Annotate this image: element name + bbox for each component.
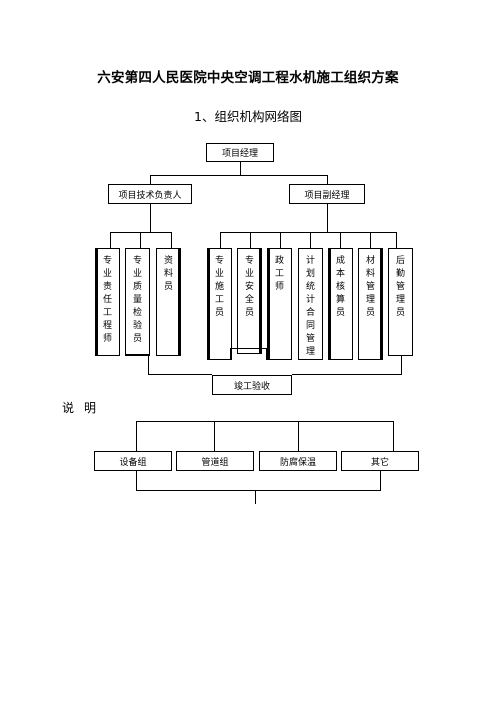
connector-line bbox=[148, 356, 149, 374]
group-box-equipment: 设备组 bbox=[94, 451, 172, 471]
connector-line bbox=[171, 232, 172, 248]
section-heading: 1、组织机构网络图 bbox=[194, 109, 302, 124]
box-shadow-edge bbox=[207, 248, 210, 360]
connector-line bbox=[150, 204, 151, 232]
deputy-manager-label: 项目副经理 bbox=[304, 190, 350, 201]
connector-line bbox=[327, 175, 328, 184]
connector-line bbox=[280, 232, 281, 248]
staff-label: 专业责任工程师 bbox=[102, 256, 112, 344]
connector-line bbox=[150, 175, 328, 176]
connector-line bbox=[370, 232, 371, 248]
connector-line bbox=[220, 232, 396, 233]
staff-box-planning-contract: 计划统计合同管理 bbox=[298, 248, 323, 360]
group-label: 防腐保温 bbox=[279, 457, 316, 468]
staff-label: 成本核算员 bbox=[335, 256, 345, 318]
connector-line bbox=[230, 348, 267, 349]
tech-lead-label: 项目技术负责人 bbox=[118, 190, 182, 201]
connector-line bbox=[310, 232, 311, 248]
connector-line bbox=[340, 232, 341, 248]
staff-box-construction: 专业施工员 bbox=[207, 248, 232, 360]
staff-label: 后勤管理员 bbox=[395, 256, 405, 318]
deputy-manager-box: 项目副经理 bbox=[289, 184, 365, 204]
staff-box-political: 政工师 bbox=[267, 248, 292, 360]
connector-line bbox=[136, 490, 381, 491]
connector-line bbox=[250, 232, 251, 248]
group-box-other: 其它 bbox=[341, 451, 419, 471]
staff-label: 专业安全员 bbox=[244, 256, 254, 318]
staff-label: 专业施工员 bbox=[214, 256, 224, 318]
box-shadow-edge bbox=[95, 248, 98, 356]
note-label: 说明 bbox=[62, 401, 107, 415]
connector-line bbox=[298, 421, 299, 451]
staff-box-safety: 专业安全员 bbox=[237, 248, 262, 354]
staff-box-documentation: 资料员 bbox=[156, 248, 181, 356]
box-shadow-edge bbox=[178, 248, 181, 356]
connector-line bbox=[110, 232, 111, 248]
group-box-anticorrosion: 防腐保温 bbox=[259, 451, 337, 471]
staff-box-materials: 材料管理员 bbox=[358, 248, 383, 360]
project-manager-box: 项目经理 bbox=[206, 143, 274, 162]
connector-line bbox=[393, 421, 394, 451]
group-box-piping: 管道组 bbox=[176, 451, 254, 471]
staff-label: 材料管理员 bbox=[365, 256, 375, 318]
connector-line bbox=[110, 232, 172, 233]
group-label: 设备组 bbox=[119, 457, 147, 468]
connector-line bbox=[240, 162, 241, 175]
connector-line bbox=[380, 471, 381, 490]
connector-line bbox=[255, 490, 256, 504]
document-title: 六安第四人民医院中央空调工程水机施工组织方案 bbox=[97, 70, 399, 86]
staff-box-logistics: 后勤管理员 bbox=[388, 248, 413, 356]
staff-box-quality-inspector: 专业质量检验员 bbox=[125, 248, 150, 356]
staff-box-cost-accounting: 成本核算员 bbox=[328, 248, 353, 360]
connector-line bbox=[401, 356, 402, 375]
connector-line bbox=[220, 232, 221, 248]
connector-line bbox=[327, 204, 328, 232]
tech-lead-box: 项目技术负责人 bbox=[108, 184, 192, 204]
connector-line bbox=[136, 471, 137, 490]
connector-line bbox=[292, 374, 402, 375]
box-shadow-edge bbox=[380, 248, 383, 360]
box-shadow-edge bbox=[328, 248, 331, 360]
connector-line bbox=[148, 374, 212, 375]
staff-label: 政工师 bbox=[274, 256, 284, 292]
box-shadow-edge bbox=[259, 248, 262, 354]
completion-acceptance-box: 竣工验收 bbox=[212, 375, 292, 395]
box-shadow-edge bbox=[267, 248, 270, 360]
connector-line bbox=[136, 421, 137, 451]
project-manager-label: 项目经理 bbox=[221, 149, 258, 159]
connector-line bbox=[150, 175, 151, 184]
staff-label: 资料员 bbox=[163, 256, 173, 292]
group-label: 其它 bbox=[370, 457, 389, 468]
connector-line bbox=[396, 232, 397, 248]
completion-acceptance-label: 竣工验收 bbox=[233, 381, 270, 392]
staff-box-responsible-engineer: 专业责任工程师 bbox=[95, 248, 120, 356]
connector-line bbox=[266, 348, 267, 360]
staff-label: 计划统计合同管理 bbox=[305, 256, 315, 357]
staff-label: 专业质量检验员 bbox=[132, 256, 142, 344]
group-label: 管道组 bbox=[201, 457, 229, 468]
box-shadow-edge bbox=[125, 354, 150, 356]
connector-line bbox=[230, 348, 231, 360]
connector-line bbox=[140, 232, 141, 248]
connector-line bbox=[136, 421, 394, 422]
connector-line bbox=[214, 421, 215, 451]
